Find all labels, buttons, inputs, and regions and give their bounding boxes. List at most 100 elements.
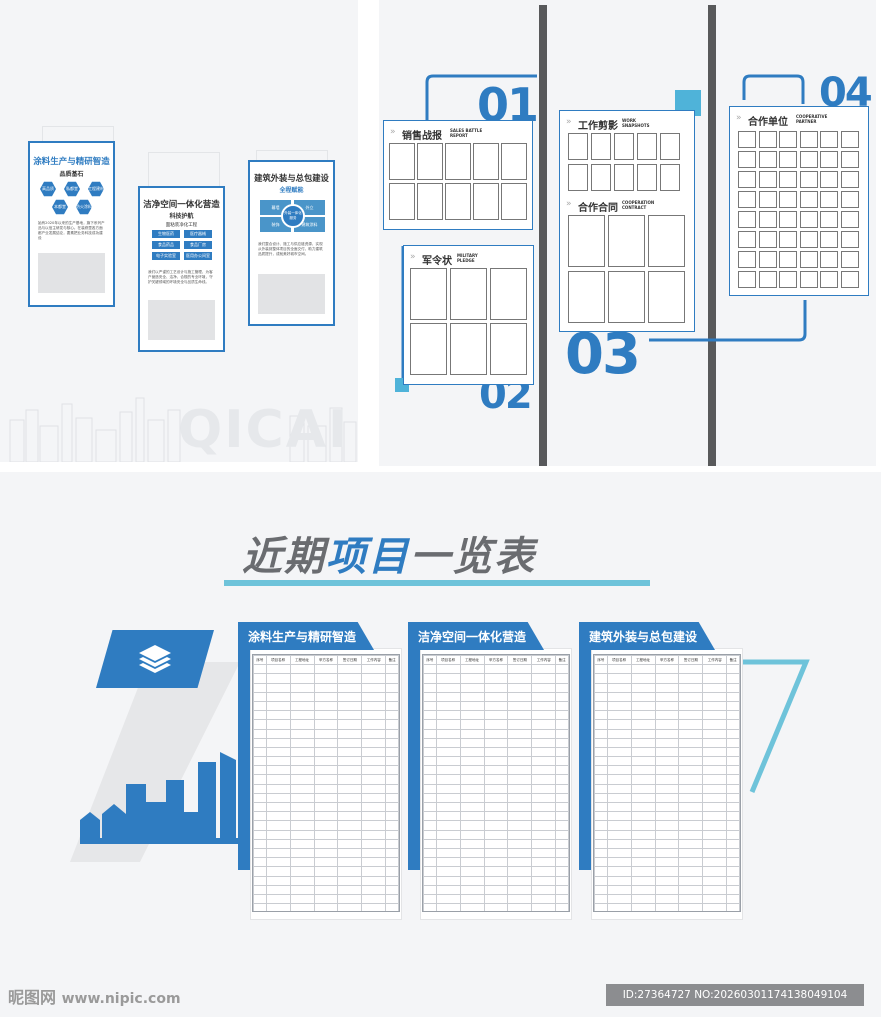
table-cell [507,783,533,794]
table-cell [361,719,387,730]
board-title: 合作单位 [748,117,788,128]
partner-logo-grid [738,131,862,291]
table-cell [385,866,399,877]
column-header: 工程地址 [289,655,315,666]
table-cell [630,811,656,822]
table-cell [654,728,680,739]
table-cell [726,710,740,721]
table-cell [606,774,632,785]
table-cell [555,765,569,776]
culture-card-coatings: 涂料生产与精研智造 品质基石 高品质 私都堂 工程建材 本都堂 防火涂料 始有2… [28,141,115,307]
frame-grid [410,268,530,378]
photo-placeholder [148,300,215,340]
frame [417,183,443,220]
table-cell [702,866,728,877]
table-cell [337,765,363,776]
table-cell [483,719,509,730]
table-cell [702,811,728,822]
frame [648,271,685,323]
partner-frame [840,131,859,148]
table-cell [726,691,740,702]
table-row [423,857,569,868]
table-cell [313,682,339,693]
table-cell [678,783,704,794]
table-cell [459,866,485,877]
table-cell [630,728,656,739]
table-cell [594,774,608,785]
table-cell [459,829,485,840]
board-subtitle-line: COOPERATIVE [796,114,828,119]
table-cell [654,893,680,905]
table-row [594,866,740,877]
table-cell [630,903,656,911]
partner-frame [738,251,756,268]
table-cell [531,682,557,693]
table-cell [265,866,291,877]
table-cell [483,700,509,712]
table-cell [313,664,339,675]
table-cell [385,875,399,886]
partner-frame [779,211,797,228]
table-cell [435,682,461,693]
table-cell [606,811,632,822]
table-cell [678,719,704,730]
table-cell [507,829,533,840]
table-cell [594,673,608,684]
table-cell [459,774,485,785]
table-row [423,664,569,675]
table-cell [435,801,461,813]
table-cell [678,829,704,840]
table-cell [385,719,399,730]
table-row [253,838,399,849]
table-cell [435,811,461,822]
table-cell [654,673,680,684]
table-row [423,792,569,804]
table-cell [289,756,315,767]
table-cell [630,774,656,785]
table-cell [531,847,557,859]
table-cell [507,875,533,886]
photo-placeholder [258,274,325,314]
table-cell [507,801,533,813]
table-cell [702,893,728,905]
table-cell [702,728,728,739]
table-cell [459,820,485,831]
partner-frame [738,131,756,148]
table-cell [435,765,461,776]
table-cell [435,746,461,758]
table-cell [507,893,533,905]
table-cell [435,820,461,831]
table-cell [423,783,437,794]
table-cell [507,710,533,721]
table-cell [265,719,291,730]
table-cell [313,746,339,758]
table-cell [435,774,461,785]
table-cell [630,664,656,675]
table-cell [253,700,267,712]
table-cell [726,875,740,886]
frame [410,323,447,375]
table-cell [435,847,461,859]
footer-id-text: ID:27364727 NO:20260301174138049104 [622,989,848,1001]
partner-frame [799,271,818,288]
frame [614,164,634,191]
table-cell [507,746,533,758]
partner-frame [758,271,777,288]
table-cell [630,673,656,684]
table-row [594,801,740,813]
table-cell [337,792,363,804]
table-cell [289,875,315,886]
table-cell [630,893,656,905]
card-title: 洁净空间一体化营造 [143,200,220,210]
table-cell [726,893,740,905]
divider-bar [539,5,547,466]
chevron-icon: » [566,199,572,209]
table-cell [459,893,485,905]
table-cell [361,866,387,877]
table-cell [507,691,533,702]
table-cell [385,893,399,905]
table-cell [606,884,632,895]
table-cell [630,682,656,693]
table-cell [361,820,387,831]
